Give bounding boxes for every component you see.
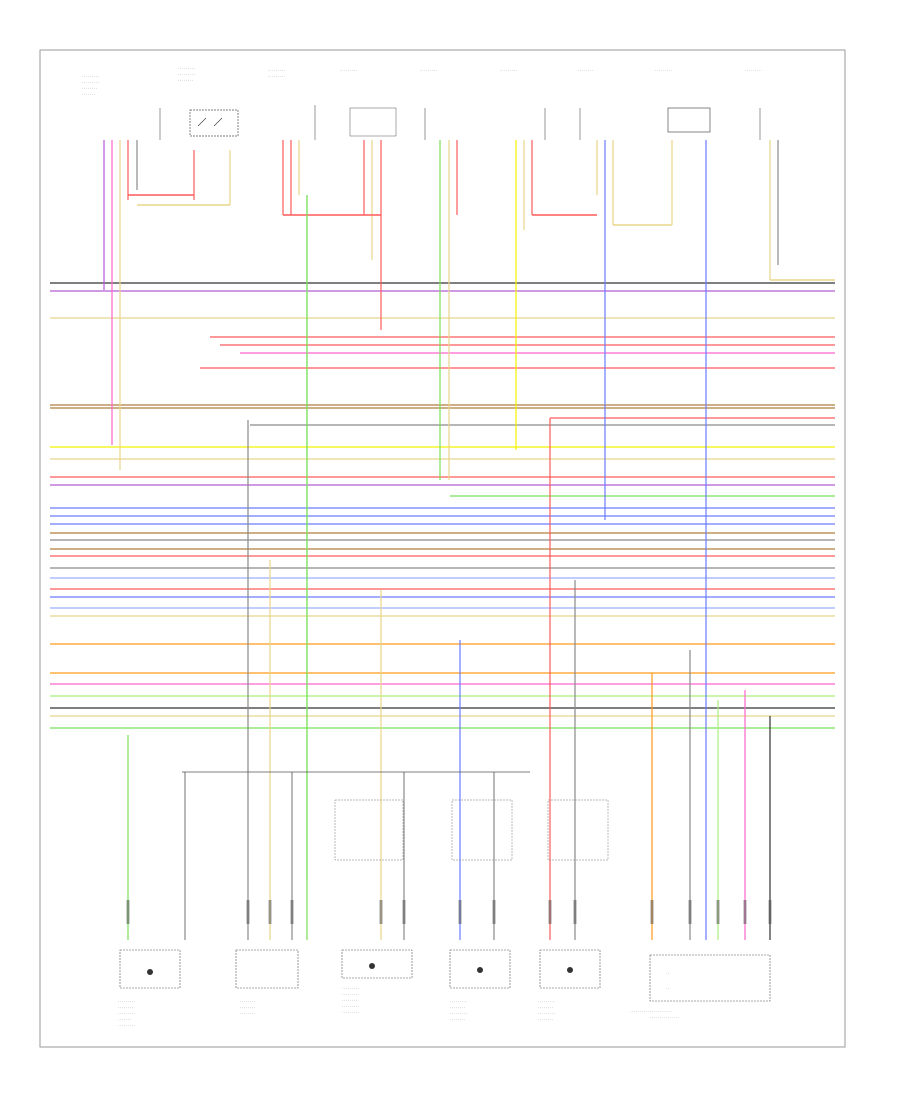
top-component-5: · · · · · · · · · <box>420 69 437 140</box>
svg-text:· · · · · · · · ·: · · · · · · · · · <box>342 1011 359 1015</box>
svg-text:· · · · · · · · ·: · · · · · · · · · <box>342 987 359 991</box>
bottom-component-3-sensor: · · · · · · · · · · · · · · · · · · · · … <box>341 949 413 1015</box>
svg-text:· · · · · · · · ·: · · · · · · · · · <box>82 75 99 79</box>
svg-text:· · · · · · · · · · · · · · ·: · · · · · · · · · · · · · · · · · · · · … <box>630 1010 672 1014</box>
top-component-4: · · · · · · · · · <box>340 69 397 137</box>
top-components: · · · · · · · · · · · · · · · · · · · · … <box>82 67 762 140</box>
svg-text:· · · · · · · · ·: · · · · · · · · · <box>178 67 195 71</box>
svg-text:· · · · · · · · ·: · · · · · · · · · <box>118 1024 135 1028</box>
bottom-component-5-sensor: · · · · · · · · · · · · · · · · · · · · … <box>538 949 601 1022</box>
svg-text:· · · · · · · ·: · · · · · · · · <box>240 1006 255 1010</box>
top-component-2-switch: · · · · · · · · · · · · · · · · · · · · … <box>178 67 239 137</box>
splice-box-3 <box>547 799 609 861</box>
svg-text:· · · · · · · ·: · · · · · · · · <box>178 79 193 83</box>
top-component-3: · · · · · · · · · · · · · · · · · · <box>268 69 316 140</box>
svg-text:· · · · · · · · ·: · · · · · · · · · <box>268 69 285 73</box>
svg-text:· · · · · · · · ·: · · · · · · · · · <box>178 73 195 77</box>
bottom-components: · · · · · · · · · · · · · · · · · · · · … <box>118 949 771 1028</box>
top-component-8-relay: · · · · · · · · · <box>655 69 711 133</box>
wire-label-tick <box>246 900 250 924</box>
bottom-component-4-sensor: · · · · · · · · · · · · · · · · · · · · … <box>449 949 511 1022</box>
svg-text:· · · · · · · · ·: · · · · · · · · · <box>655 69 672 73</box>
bottom-component-6-module: · · · · · · · · · · · · · · · · · · · · … <box>630 954 771 1020</box>
svg-text:· · · · · · · · ·: · · · · · · · · · <box>342 1005 359 1009</box>
svg-text:· · · · · · ·: · · · · · · · <box>118 1018 131 1022</box>
svg-text:· · · · · · · · ·: · · · · · · · · · <box>118 1000 135 1004</box>
top-component-1: · · · · · · · · · · · · · · · · · · · · … <box>82 75 161 140</box>
svg-text:· · · · · · · ·: · · · · · · · · <box>240 1000 255 1004</box>
wire-label-tick <box>268 900 272 924</box>
svg-text:· · · · · · · · ·: · · · · · · · · · <box>340 69 357 73</box>
svg-text:· · · · · · · ·: · · · · · · · · <box>342 999 357 1003</box>
svg-text:· · · · · · · · ·: · · · · · · · · · <box>420 69 437 73</box>
wire-label-tick <box>492 900 496 924</box>
svg-text:· · · · · · · ·: · · · · · · · · <box>578 69 593 73</box>
top-component-7: · · · · · · · · <box>578 69 593 140</box>
svg-text:· · · · · · · · ·: · · · · · · · · · <box>450 1000 467 1004</box>
wire-label-tick <box>402 900 406 924</box>
svg-text:· · · · · · · ·: · · · · · · · · <box>240 1012 255 1016</box>
wire-label-tick <box>716 900 720 924</box>
svg-text:· · · · · · · · ·: · · · · · · · · · <box>342 993 359 997</box>
svg-text:· · · · · · · · ·: · · · · · · · · · <box>118 1012 135 1016</box>
wire-label-tick <box>650 900 654 924</box>
bottom-component-1-sensor: · · · · · · · · · · · · · · · · · · · · … <box>118 949 181 1028</box>
svg-text:· · · · · · · · ·: · · · · · · · · · <box>745 69 762 73</box>
svg-text:· · · · · · ·: · · · · · · · <box>82 93 95 97</box>
svg-text:· · · · · · · · ·: · · · · · · · · · <box>268 75 285 79</box>
svg-text:· · · · · · · · · · · · · · ·: · · · · · · · · · · · · · · · <box>650 1016 679 1020</box>
wire-label-tick <box>768 900 772 924</box>
svg-text:· · · · · · · · ·: · · · · · · · · · <box>450 1012 467 1016</box>
wires-layer <box>50 140 835 940</box>
top-component-9: · · · · · · · · · <box>745 69 762 140</box>
wire-label-tick <box>458 900 462 924</box>
wire-label-tick <box>743 900 747 924</box>
diagram-border <box>39 49 846 1048</box>
svg-text:· · · · · · · ·: · · · · · · · · <box>538 1018 553 1022</box>
wire-label-tick <box>379 900 383 924</box>
svg-text:· · · · · · · · ·: · · · · · · · · · <box>82 81 99 85</box>
wire-label-tick <box>126 900 130 924</box>
svg-text:· · · · · · · · ·: · · · · · · · · · <box>538 1012 555 1016</box>
svg-text:· · · · · · · ·: · · · · · · · · <box>450 1006 465 1010</box>
svg-text:· · · · · · · ·: · · · · · · · · <box>450 1018 465 1022</box>
svg-text:· · · · · · · ·: · · · · · · · · <box>538 1006 553 1010</box>
svg-text:· · · · · · · ·: · · · · · · · · <box>118 1006 133 1010</box>
splice-box-2 <box>451 799 513 861</box>
svg-text:· ·: · · <box>666 972 669 976</box>
wire-label-tick <box>290 900 294 924</box>
splice-box-1 <box>334 799 404 861</box>
svg-text:· · · · · · · · ·: · · · · · · · · · <box>538 1000 555 1004</box>
wire-label-tick <box>573 900 577 924</box>
svg-text:· ·: · · <box>666 987 669 991</box>
top-component-6: · · · · · · · · · <box>500 69 546 140</box>
svg-text:· · · · · · · · ·: · · · · · · · · · <box>500 69 517 73</box>
wire-label-tick <box>688 900 692 924</box>
svg-text:· · · · · · · ·: · · · · · · · · <box>82 87 97 91</box>
bottom-component-2-sensor: · · · · · · · · · · · · · · · · · · · · … <box>235 949 299 1016</box>
wire-label-tick <box>548 900 552 924</box>
